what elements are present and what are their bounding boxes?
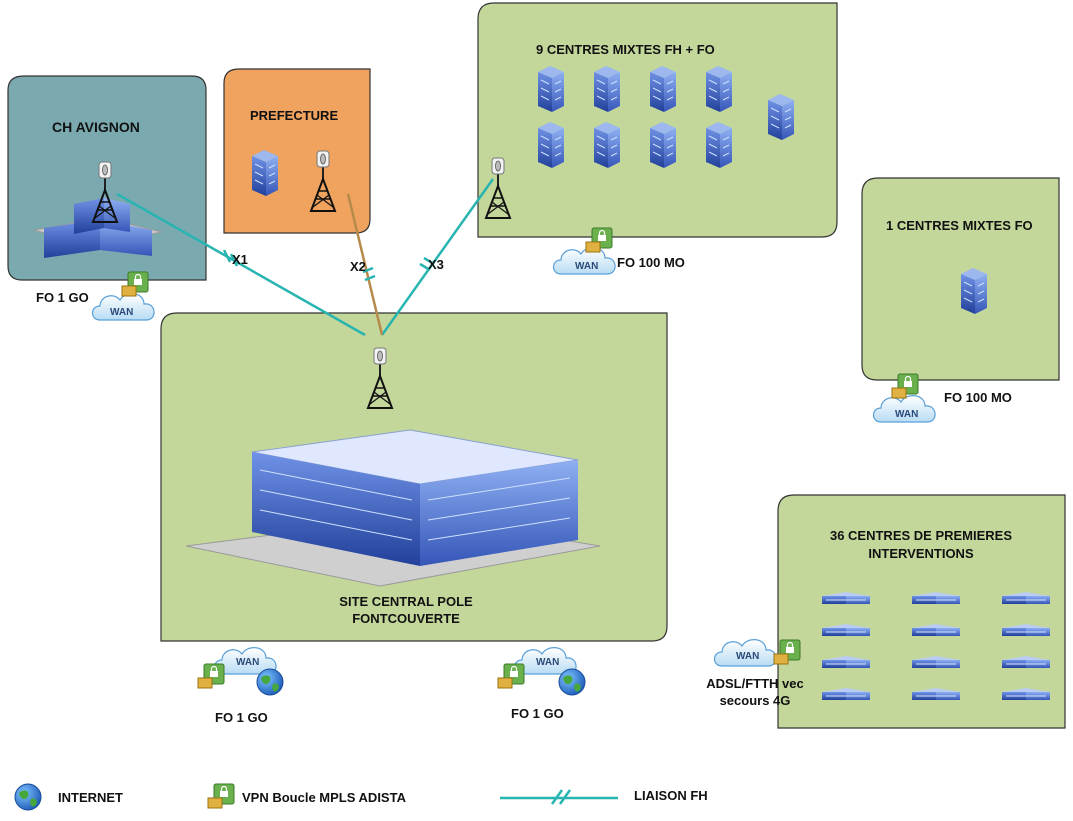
site-central-title-line1: SITE CENTRAL POLE [339, 594, 473, 609]
centres-fh-fo-bandwidth: FO 100 MO [617, 255, 685, 270]
internet-globe-icon [256, 668, 284, 696]
link-x2-label: X2 [350, 259, 366, 274]
cpi-access-line1: ADSL/FTTH vec [706, 676, 804, 691]
svg-text:WAN: WAN [536, 657, 559, 668]
internet-globe-icon [558, 668, 586, 696]
legend-vpn-label: VPN Boucle MPLS ADISTA [242, 790, 406, 805]
wan-cloud-icon: WAN [91, 292, 155, 321]
centres-fo-title: 1 CENTRES MIXTES FO [886, 218, 1033, 233]
zone-prefecture [223, 68, 371, 234]
ch-avignon-building [33, 198, 163, 258]
fh-links [116, 178, 495, 337]
wan-cloud-icon: WAN [552, 246, 616, 275]
link-x3-label: X3 [428, 257, 444, 272]
cpi-title-line2: INTERVENTIONS [868, 546, 974, 561]
site-central-title-line2: FONTCOUVERTE [352, 611, 460, 626]
legend-vpn-icon [207, 783, 235, 809]
legend-fh-icon [500, 789, 618, 805]
site-central-bandwidth-left: FO 1 GO [215, 710, 268, 725]
svg-text:WAN: WAN [110, 307, 133, 318]
centres-fh-fo-title: 9 CENTRES MIXTES FH + FO [536, 42, 715, 57]
zone-centres-fo [861, 177, 1060, 381]
site-central-bandwidth-right: FO 1 GO [511, 706, 564, 721]
legend-internet-icon [14, 783, 42, 811]
wan-cloud-icon: WAN [872, 394, 936, 423]
ch-avignon-title: CH AVIGNON [52, 119, 140, 135]
svg-text:WAN: WAN [236, 657, 259, 668]
centre-fo-server-icon [960, 267, 988, 315]
prefecture-server-icon [251, 149, 279, 197]
zone-cpi [777, 494, 1066, 729]
svg-text:WAN: WAN [575, 261, 598, 272]
cpi-title-line1: 36 CENTRES DE PREMIERES [829, 528, 1013, 543]
svg-text:WAN: WAN [895, 409, 918, 420]
prefecture-title: PREFECTURE [250, 108, 339, 123]
cpi-access-line2: secours 4G [719, 693, 791, 708]
svg-text:WAN: WAN [736, 651, 759, 662]
legend-internet-label: INTERNET [58, 790, 123, 805]
link-x1-label: X1 [232, 252, 248, 267]
wan-cloud-icon: WAN [513, 646, 577, 675]
site-central-building [185, 429, 601, 587]
wan-cloud-icon: WAN [713, 638, 777, 667]
centres-fo-bandwidth: FO 100 MO [944, 390, 1012, 405]
vpn-icon [497, 663, 525, 689]
ch-avignon-bandwidth: FO 1 GO [36, 290, 89, 305]
wan-cloud-icon: WAN [213, 646, 277, 675]
zone-centres-fh-fo [477, 2, 838, 238]
legend-fh-label: LIAISON FH [634, 788, 708, 803]
vpn-icon [197, 663, 225, 689]
